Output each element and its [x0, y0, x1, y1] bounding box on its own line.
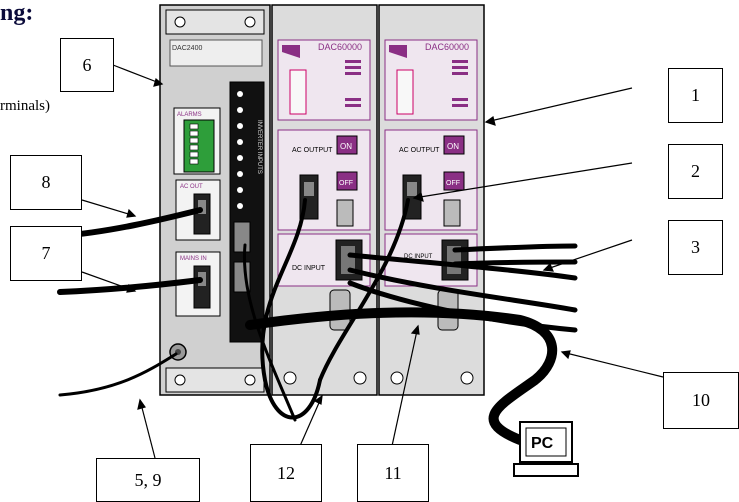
mains-in-label: MAINS IN [180, 256, 207, 262]
main-unit: DAC2400 ALARMS AC OUT MAINS IN [160, 5, 270, 395]
inverter-b-ac-output: AC OUTPUT [399, 147, 440, 154]
inverter-a-off: OFF [339, 180, 353, 187]
inverter-b-off: OFF [446, 180, 460, 187]
callout-11: 11 [357, 444, 429, 502]
callout-7: 7 [10, 226, 82, 281]
inverter-module-b: DAC60000 AC OUTPUT ON OFF DC INPUT [379, 5, 484, 395]
ac-out-label: AC OUT [180, 184, 203, 190]
callout-6: 6 [60, 38, 114, 92]
inverter-inputs-label: INVERTER INPUTS [256, 120, 262, 174]
main-unit-model: DAC2400 [172, 45, 202, 52]
main-alarms-label: ALARMS [177, 112, 202, 118]
callout-8: 8 [10, 155, 82, 210]
inverter-a-ac-output: AC OUTPUT [292, 147, 333, 154]
inverter-a-model: DAC60000 [318, 42, 362, 52]
inverter-module-a: DAC60000 AC OUTPUT ON OFF DC INPUT [272, 5, 377, 395]
callout-2: 2 [668, 144, 723, 199]
callout-3: 3 [668, 220, 723, 275]
callout-12: 12 [250, 444, 322, 502]
inverter-a-on: ON [340, 142, 352, 151]
inverter-a-dc-input: DC INPUT [292, 265, 326, 272]
callout-10: 10 [663, 372, 739, 429]
pc-icon: PC [514, 422, 578, 476]
callout-1: 1 [668, 68, 723, 123]
callout-5-9: 5, 9 [96, 458, 200, 502]
pc-label: PC [531, 435, 554, 452]
inverter-b-on: ON [447, 142, 459, 151]
inverter-b-model: DAC60000 [425, 42, 469, 52]
